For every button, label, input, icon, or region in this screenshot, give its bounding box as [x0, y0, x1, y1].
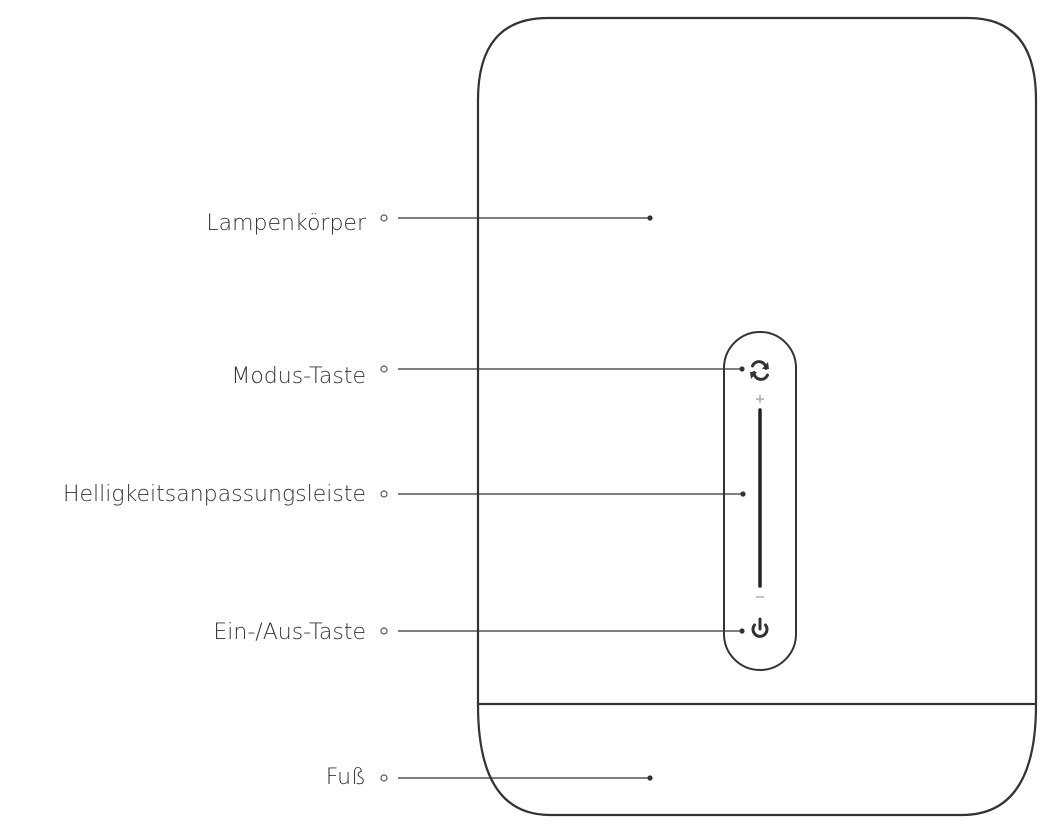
- label-brightness-bar: Helligkeitsanpassungsleiste: [62, 482, 366, 507]
- label-base: Fuß: [325, 765, 366, 790]
- control-panel: [723, 331, 797, 671]
- slider-plus-mark: [756, 395, 764, 403]
- leader-power-button: [380, 627, 745, 635]
- power-icon[interactable]: [751, 617, 769, 638]
- label-lamp-body: Lampenkörper: [206, 211, 366, 236]
- leader-mode-button: [380, 365, 745, 373]
- lamp-outline: [476, 16, 1038, 817]
- leader-base: [380, 774, 653, 782]
- label-mode-button: Modus-Taste: [231, 364, 366, 389]
- leader-lamp-body: [380, 214, 653, 222]
- leader-brightness-bar: [380, 490, 746, 498]
- refresh-icon[interactable]: [750, 360, 769, 381]
- label-power-button: Ein-/Aus-Taste: [213, 620, 366, 645]
